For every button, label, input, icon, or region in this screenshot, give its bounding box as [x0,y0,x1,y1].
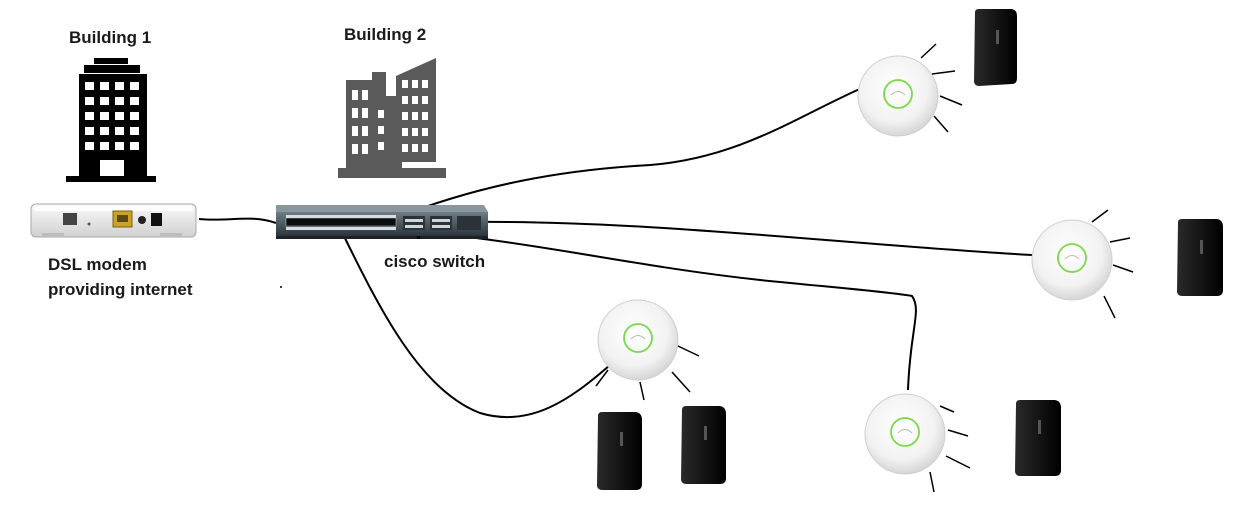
access-point-top-icon [857,43,963,137]
speaker-bottom-left-b-icon [681,406,726,484]
cable-switch-ap-bottom-right [467,236,917,391]
modem-label-line2: providing internet [48,280,193,299]
switch-icon [276,205,488,239]
access-point-bottom-right-icon [864,393,971,493]
building1-icon [66,58,156,182]
cables [198,87,1033,419]
speaker-bottom-left-a-icon [597,412,642,490]
switch-label: cisco switch [384,252,486,271]
cable-switch-ap-bottom-left [339,227,611,419]
modem-label-line1: DSL modem [48,255,147,274]
access-point-right-icon [1031,209,1134,319]
cable-switch-ap-top [394,87,863,219]
building2-label: Building 2 [344,25,427,44]
building1-label: Building 1 [69,28,152,47]
speaker-bottom-right-icon [1015,400,1061,476]
cable-modem-switch [198,217,277,224]
modem-icon [30,203,197,238]
access-point-bottom-left-icon [595,299,700,401]
building2-icon [338,58,446,178]
cable-switch-ap-right [469,220,1033,256]
stray-marks [280,236,420,288]
speaker-top-icon [974,9,1017,86]
speaker-right-icon [1177,219,1223,296]
